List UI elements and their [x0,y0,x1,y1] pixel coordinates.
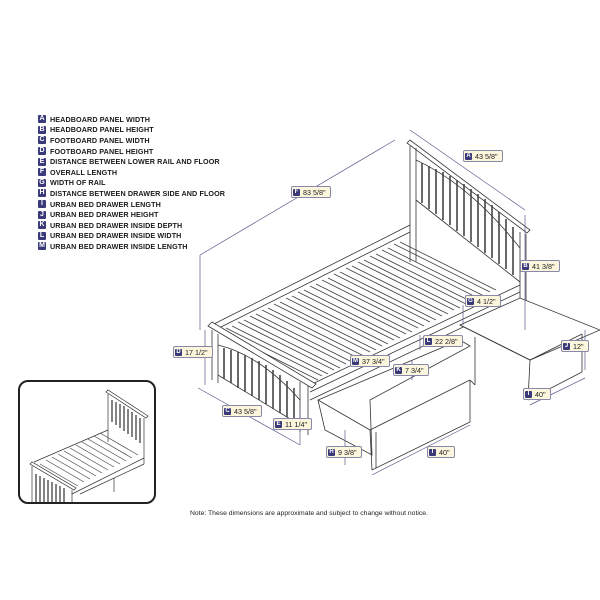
letter-a-badge: A [38,115,46,124]
letter-j-badge: J [38,210,46,219]
letter-i-badge: I [38,200,46,209]
drawer-front [317,339,471,471]
letter-e-badge: E [38,157,46,166]
letter-b-badge: B [38,125,46,134]
bed-thumbnail-drawing [29,389,149,502]
footboard [207,321,317,435]
headboard [406,139,531,330]
letter-l-badge: L [38,231,46,240]
letter-f-badge: F [38,168,46,177]
letter-h-badge: H [38,189,46,198]
bed-thumbnail [18,380,156,504]
letter-c-badge: C [38,136,46,145]
disclaimer-note: Note: These dimensions are approximate a… [190,510,428,517]
letter-k-badge: K [38,221,46,230]
letter-m-badge: M [38,242,46,251]
slats [221,241,497,381]
letter-d-badge: D [38,147,46,156]
letter-g-badge: G [38,178,46,187]
